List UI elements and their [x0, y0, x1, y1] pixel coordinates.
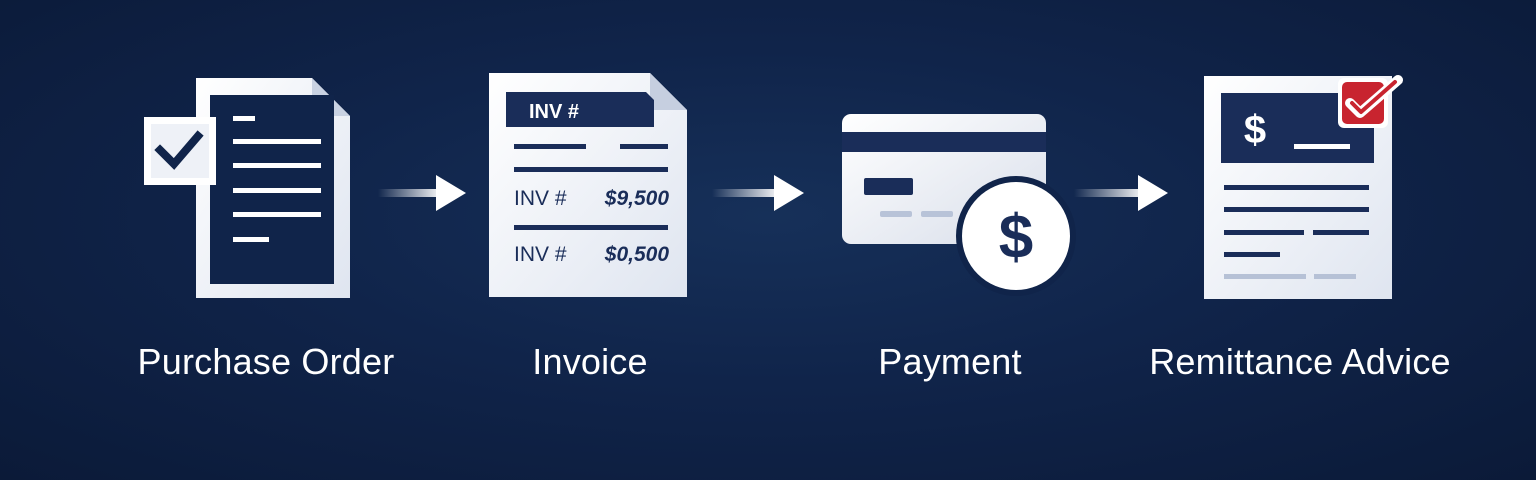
- purchase-order-line: [233, 163, 321, 168]
- invoice-row-amount: $9,500: [604, 187, 670, 210]
- purchase-order-document-icon: [144, 78, 350, 298]
- remittance-currency-symbol: $: [1244, 108, 1266, 152]
- invoice-row-ref: INV #: [514, 187, 567, 210]
- credit-card-payment-icon: $: [842, 114, 1076, 296]
- step-label-purchase-order: Purchase Order: [137, 341, 395, 382]
- purchase-order-line: [233, 212, 321, 217]
- flow-arrow-icon: [1074, 175, 1168, 211]
- invoice-row-amount: $0,500: [604, 243, 670, 266]
- flow-arrow-icon: [712, 175, 804, 211]
- purchase-order-line: [233, 237, 269, 242]
- invoice-row-ref: INV #: [514, 243, 567, 266]
- step-label-invoice: Invoice: [532, 341, 648, 382]
- invoice-page: [489, 73, 687, 297]
- credit-card-stripe: [842, 132, 1046, 152]
- dollar-coin-icon: $: [956, 176, 1076, 296]
- coin-symbol: $: [999, 203, 1033, 272]
- flow-arrow-icon: [378, 175, 466, 211]
- approved-check-icon: [1338, 75, 1403, 128]
- checkbox-icon: [144, 117, 216, 185]
- remittance-advice-document-icon: $: [1204, 75, 1403, 299]
- purchase-order-line: [233, 116, 255, 121]
- step-label-remittance-advice: Remittance Advice: [1149, 341, 1451, 382]
- purchase-order-line: [233, 188, 321, 193]
- credit-card-chip: [864, 178, 913, 195]
- purchase-order-line: [233, 139, 321, 144]
- invoice-header-text: INV #: [529, 101, 579, 123]
- invoice-header-bar: [506, 92, 654, 127]
- invoice-document-icon: INV # INV # $9,500 INV # $0,500: [489, 73, 687, 297]
- step-label-payment: Payment: [878, 341, 1022, 382]
